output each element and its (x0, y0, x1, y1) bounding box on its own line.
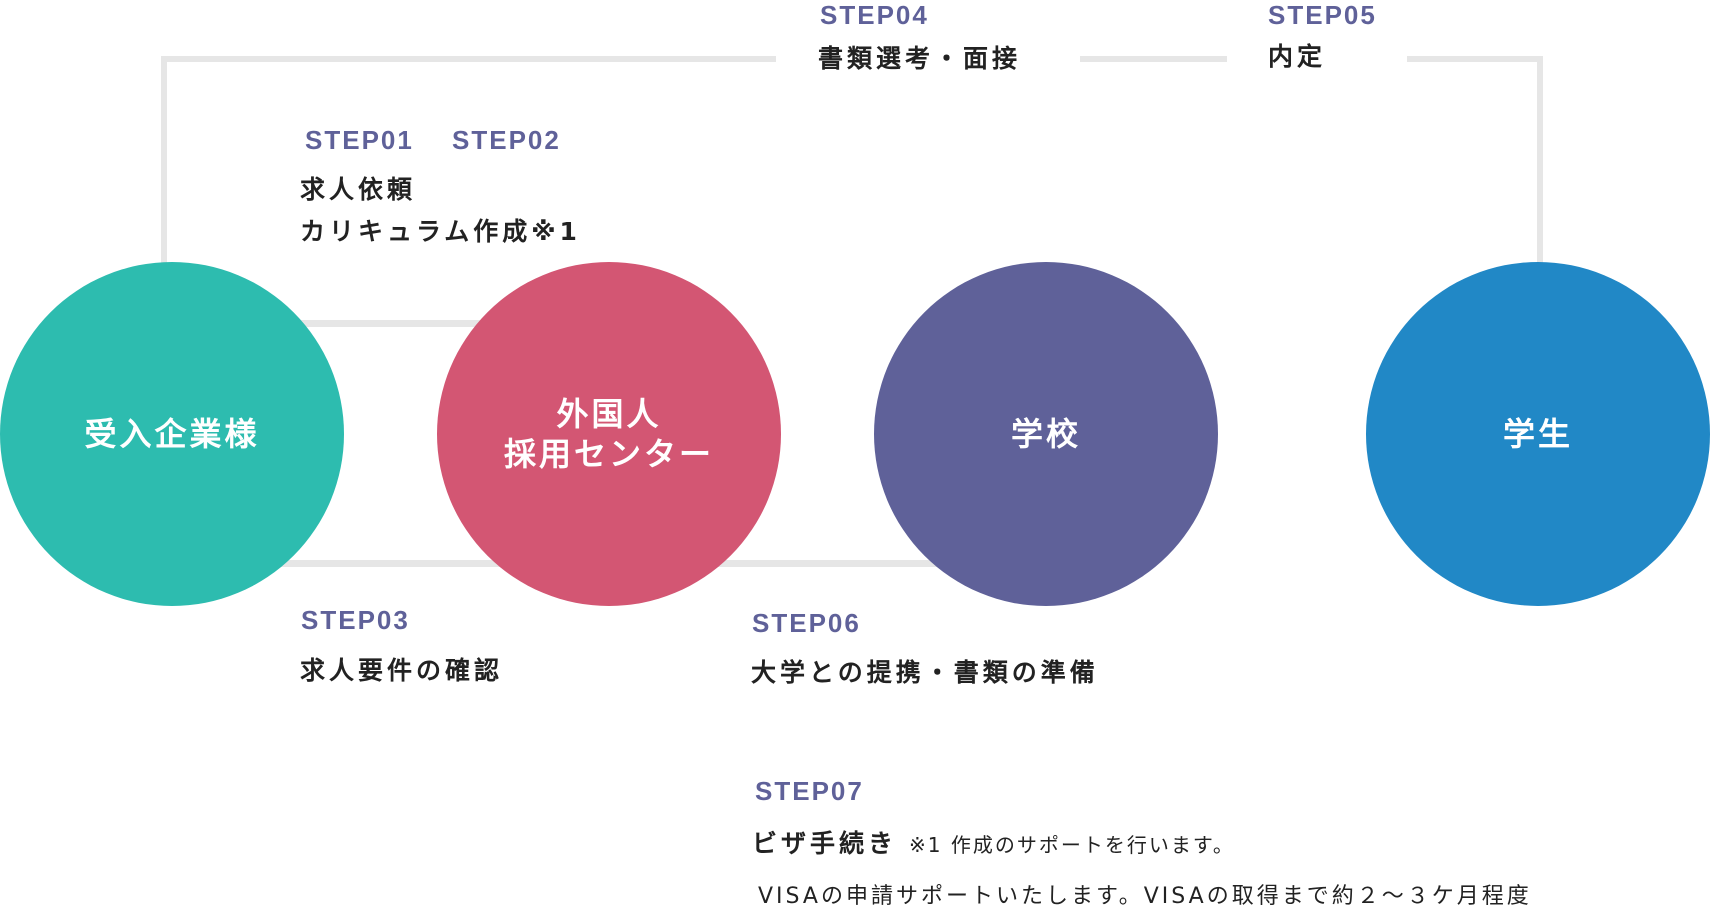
node-recruitment-center: 外国人採用センター (437, 262, 781, 606)
connector-middle (300, 320, 490, 327)
step05-text: 内定 (1268, 42, 1327, 71)
step05-label: STEP05 (1268, 0, 1377, 30)
step01-text: 求人依頼 (300, 175, 417, 204)
step07-description: VISAの申請サポートいたします。VISAの取得まで約２～３ケ月程度 (758, 884, 1532, 906)
step03-text: 求人要件の確認 (300, 656, 504, 685)
node-student: 学生 (1366, 262, 1710, 606)
step04-label: STEP04 (820, 0, 929, 30)
node-school-label: 学校 (1010, 415, 1081, 453)
connector-right-vertical (1537, 56, 1543, 266)
connector-top-left (161, 56, 776, 62)
node-center-label-2: 採用センター (503, 435, 714, 473)
step01-label: STEP01 (305, 125, 414, 155)
node-center-label-1: 外国人 (556, 395, 662, 433)
step06-label: STEP06 (752, 608, 861, 638)
connector-top-mid (1080, 56, 1227, 62)
step07-text: ビザ手続き ※1 作成のサポートを行います。 (752, 830, 1235, 859)
step03-label: STEP03 (301, 605, 410, 635)
step07-note: ※1 作成のサポートを行います。 (909, 833, 1235, 857)
step04-text: 書類選考・面接 (818, 44, 1022, 73)
step07-label: STEP07 (755, 776, 864, 806)
node-school: 学校 (874, 262, 1218, 606)
step06-text: 大学との提携・書類の準備 (751, 658, 1099, 687)
step02-label: STEP02 (452, 125, 561, 155)
connector-top-right (1407, 56, 1543, 62)
node-company-label: 受入企業様 (84, 415, 260, 453)
connector-left-vertical (161, 56, 167, 266)
step07-title: ビザ手続き (752, 829, 898, 858)
step02-text: カリキュラム作成※1 (300, 217, 581, 246)
node-student-label: 学生 (1502, 415, 1573, 453)
node-company: 受入企業様 (0, 262, 344, 606)
